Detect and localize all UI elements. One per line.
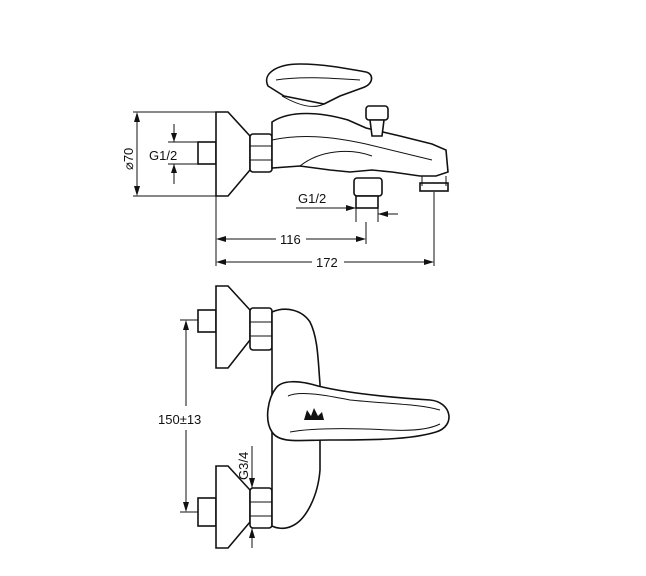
diverter-knob <box>365 105 389 121</box>
lever-handle <box>265 63 373 105</box>
shower-connection <box>353 177 383 197</box>
mixer-body <box>271 112 449 177</box>
brand-logo-icon <box>304 408 324 420</box>
lower-pipe <box>197 497 217 527</box>
inlet-thread-label: G1/2 <box>149 148 177 163</box>
diameter-label: ⌀70 <box>121 148 136 170</box>
union-nut <box>249 133 273 173</box>
lower-union-nut <box>249 487 273 529</box>
spout-outlet <box>419 182 449 192</box>
distance-label: 150±13 <box>158 412 201 427</box>
upper-union-nut <box>249 307 273 351</box>
spout-thread-label: G1/2 <box>298 191 326 206</box>
wall-rosette <box>215 111 251 197</box>
upper-rosette <box>215 285 251 369</box>
side-view: ⌀70 G1/2 G1/2 116 172 <box>121 63 449 270</box>
upper-pipe <box>197 309 217 333</box>
top-view: 150±13 G3/4 <box>158 285 450 549</box>
lever-top <box>266 380 450 442</box>
inlet-pipe <box>197 141 217 165</box>
dim-172-label: 172 <box>316 255 338 270</box>
connection-thread-label: G3/4 <box>236 452 251 480</box>
dim-116-label: 116 <box>280 232 301 247</box>
